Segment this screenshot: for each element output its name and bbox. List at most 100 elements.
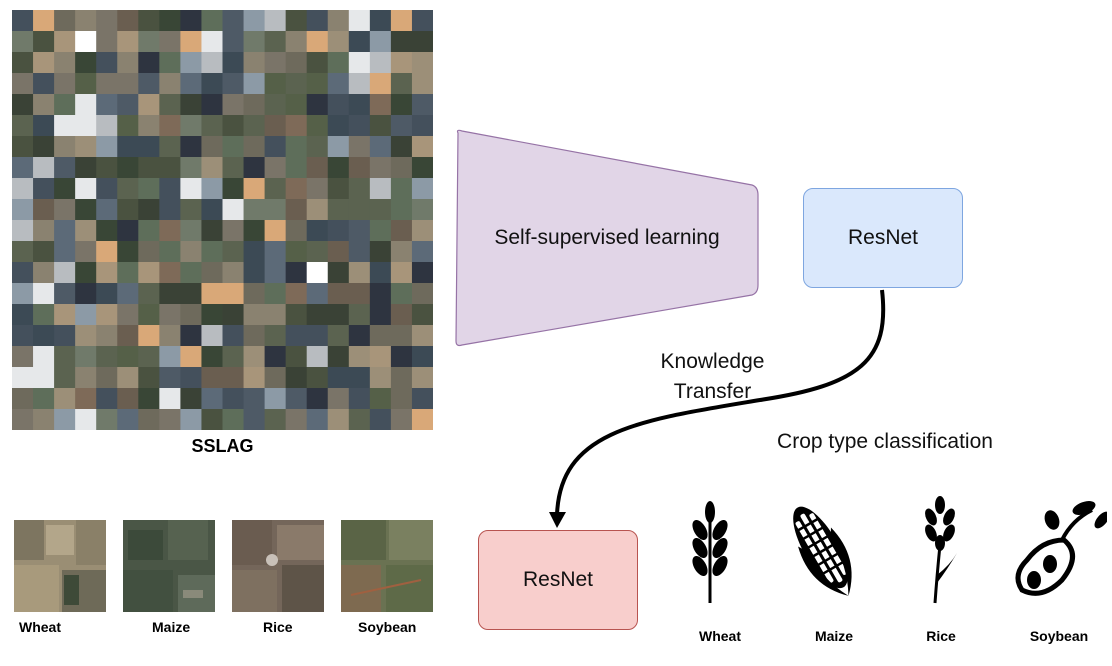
mosaic-tile: [159, 409, 181, 430]
mosaic-tile: [222, 52, 245, 74]
mosaic-tile: [180, 136, 202, 158]
mosaic-tile: [327, 115, 350, 137]
mosaic-tile: [180, 220, 202, 242]
mosaic-tile: [75, 10, 97, 32]
mosaic-tile: [264, 199, 287, 221]
mosaic-tile: [285, 367, 308, 389]
mosaic-tile: [138, 178, 160, 200]
mosaic-tile: [411, 157, 433, 179]
mosaic-tile: [348, 178, 371, 200]
mosaic-tile: [180, 262, 202, 284]
mosaic-tile: [117, 283, 139, 305]
mosaic-tile: [306, 10, 329, 32]
mosaic-tile: [243, 52, 266, 74]
mosaic-tile: [201, 283, 223, 305]
mosaic-tile: [138, 367, 160, 389]
mosaic-tile: [411, 409, 433, 430]
mosaic-tile: [117, 262, 139, 284]
mosaic-tile: [201, 304, 223, 326]
mosaic-tile: [222, 136, 245, 158]
mosaic-tile: [411, 325, 433, 347]
mosaic-tile: [12, 199, 34, 221]
mosaic-tile: [138, 409, 160, 430]
mosaic-tile: [285, 241, 308, 263]
mosaic-tile: [222, 325, 245, 347]
mosaic-tile: [201, 388, 223, 410]
mosaic-tile: [12, 220, 34, 242]
mosaic-tile: [96, 136, 118, 158]
mosaic-tile: [54, 283, 76, 305]
mosaic-tile: [222, 115, 245, 137]
mosaic-tile: [243, 283, 266, 305]
resnet-box-pretrained: ResNet: [803, 188, 963, 288]
mosaic-tile: [222, 220, 245, 242]
mosaic-tile: [390, 115, 413, 137]
mosaic-tile: [348, 325, 371, 347]
transfer-line-1: Knowledge: [660, 350, 765, 373]
mosaic-tile: [159, 73, 181, 95]
sample-image-maize: [123, 520, 215, 612]
mosaic-tile: [306, 304, 329, 326]
mosaic-tile: [96, 73, 118, 95]
mosaic-tile: [264, 220, 287, 242]
mosaic-tile: [243, 388, 266, 410]
mosaic-tile: [264, 304, 287, 326]
mosaic-tile: [390, 52, 413, 74]
mosaic-tile: [96, 346, 118, 368]
mosaic-tile: [180, 199, 202, 221]
mosaic-tile: [285, 157, 308, 179]
mosaic-tile: [306, 31, 329, 53]
mosaic-tile: [33, 388, 55, 410]
mosaic-tile: [222, 367, 245, 389]
mosaic-tile: [54, 136, 76, 158]
mosaic-tile: [264, 178, 287, 200]
resnet-box-finetuned: ResNet: [478, 530, 638, 630]
mosaic-tile: [96, 10, 118, 32]
mosaic-tile: [138, 346, 160, 368]
mosaic-tile: [159, 346, 181, 368]
mosaic-tile: [180, 10, 202, 32]
mosaic-tile: [159, 283, 181, 305]
mosaic-tile: [285, 304, 308, 326]
mosaic-tile: [348, 283, 371, 305]
mosaic-tile: [306, 325, 329, 347]
mosaic-tile: [243, 10, 266, 32]
sample-label-rice: Rice: [263, 619, 293, 635]
mosaic-tile: [222, 409, 245, 430]
mosaic-tile: [390, 262, 413, 284]
mosaic-tile: [159, 178, 181, 200]
mosaic-tile: [327, 367, 350, 389]
mosaic-tile: [180, 409, 202, 430]
mosaic-tile: [12, 157, 34, 179]
mosaic-tile: [306, 220, 329, 242]
mosaic-tile: [411, 94, 433, 116]
mosaic-tile: [369, 262, 392, 284]
mosaic-tile: [264, 325, 287, 347]
mosaic-tile: [264, 115, 287, 137]
mosaic-tile: [12, 10, 34, 32]
mosaic-tile: [159, 388, 181, 410]
mosaic-tile: [306, 199, 329, 221]
mosaic-tile: [138, 241, 160, 263]
mosaic-tile: [54, 199, 76, 221]
mosaic-tile: [75, 409, 97, 430]
mosaic-tile: [243, 220, 266, 242]
mosaic-tile: [75, 283, 97, 305]
mosaic-tile: [264, 283, 287, 305]
mosaic-tile: [12, 388, 34, 410]
mosaic-tile: [327, 325, 350, 347]
mosaic-tile: [264, 94, 287, 116]
mosaic-tile: [201, 157, 223, 179]
mosaic-tile: [243, 325, 266, 347]
mosaic-tile: [201, 10, 223, 32]
mosaic-tile: [285, 283, 308, 305]
mosaic-tile: [411, 178, 433, 200]
mosaic-tile: [411, 115, 433, 137]
mosaic-tile: [138, 220, 160, 242]
mosaic-tile: [180, 283, 202, 305]
mosaic-tile: [33, 10, 55, 32]
rice-icon: [925, 496, 957, 604]
mosaic-tile: [285, 178, 308, 200]
mosaic-tile: [96, 388, 118, 410]
mosaic-tile: [117, 220, 139, 242]
